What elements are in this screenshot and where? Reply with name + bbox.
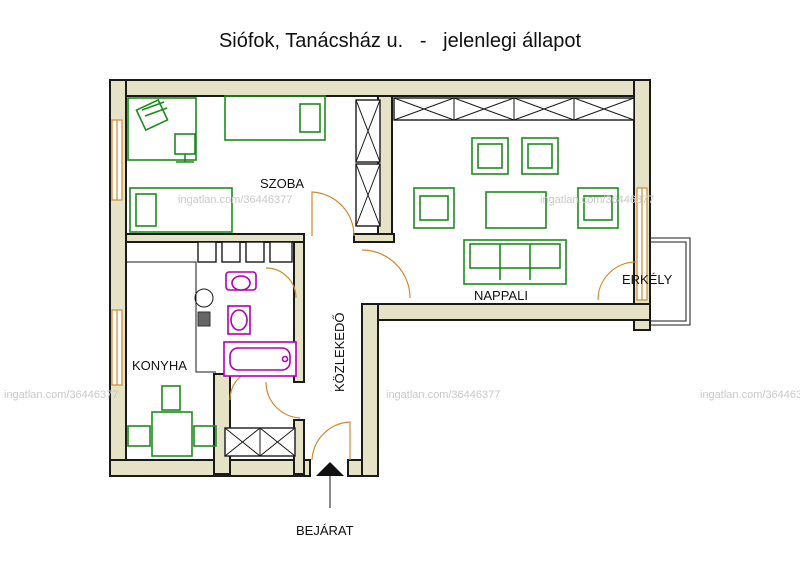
watermark: ingatlan.com/36446377: [540, 194, 654, 206]
wardrobes: [224, 97, 635, 457]
watermark: ingatlan.com/36446377: [4, 389, 118, 401]
room-label-kozlekedo: KÖZLEKEDŐ: [332, 313, 347, 392]
room-label-nappali: NAPPALI: [474, 288, 528, 303]
bedroom-furniture: [127, 95, 326, 233]
room-label-konyha: KONYHA: [132, 358, 187, 373]
living-furniture: [413, 137, 619, 285]
shafts: [197, 241, 293, 263]
entrance-arrow: [316, 462, 344, 476]
balcony: [650, 237, 691, 326]
room-label-erkely: ERKÉLY: [622, 272, 673, 287]
room-label-bejarat: BEJÁRAT: [296, 523, 354, 538]
watermark: ingatlan.com/36446377: [178, 194, 292, 206]
watermark: ingatlan.com/36446377: [386, 389, 500, 401]
plan-title: Siófok, Tanácsház u. - jelenlegi állapot: [219, 30, 582, 52]
watermark: ingatlan.com/36446377: [700, 389, 800, 401]
room-label-szoba: SZOBA: [260, 176, 304, 191]
windows: [111, 119, 648, 386]
doors: [229, 191, 637, 461]
bathroom-fixtures: [223, 271, 297, 377]
kitchen-furniture: [126, 261, 217, 457]
